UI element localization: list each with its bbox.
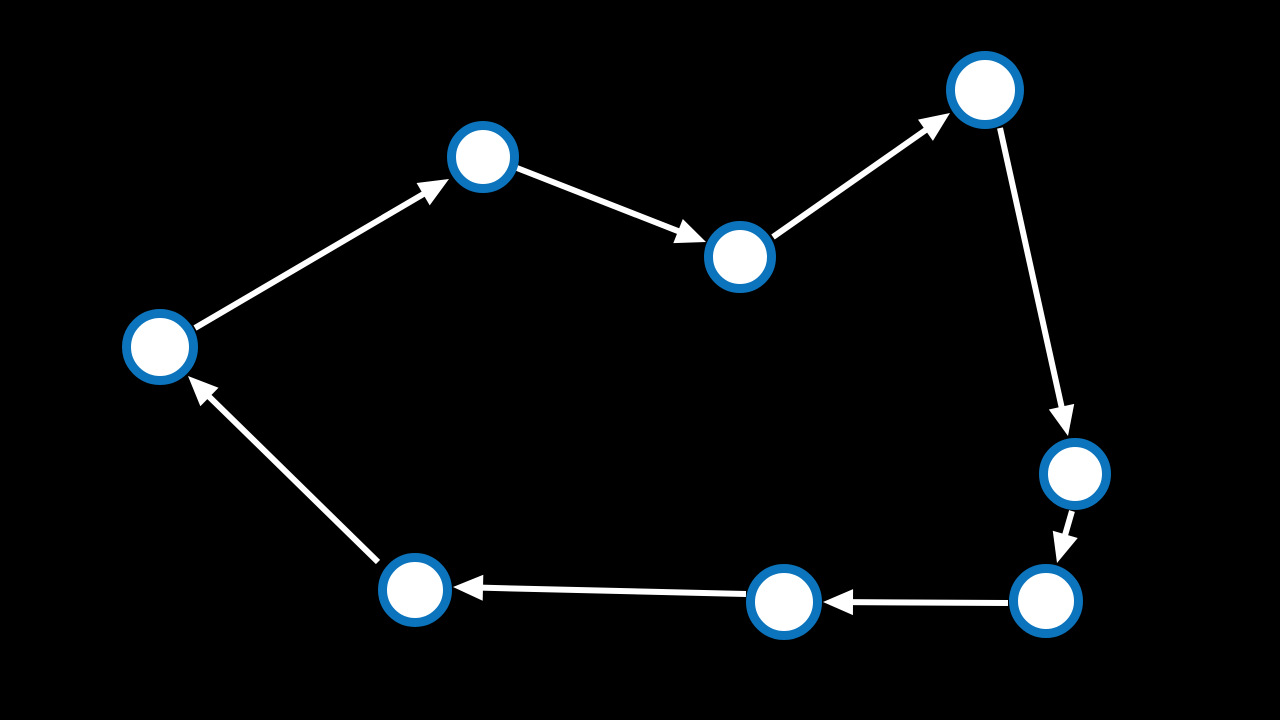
- edge-arrowhead: [673, 218, 706, 244]
- node-circle[interactable]: [378, 553, 452, 627]
- graph-edge: [453, 574, 747, 601]
- graph-node[interactable]: [122, 309, 198, 385]
- graph-edge: [188, 376, 381, 565]
- graph-node[interactable]: [1009, 564, 1083, 638]
- node-circle[interactable]: [746, 564, 822, 640]
- edge-shaft: [850, 599, 1009, 606]
- graph-edge: [997, 127, 1075, 436]
- edge-shaft: [1061, 510, 1075, 538]
- graph-edge: [823, 589, 1009, 616]
- nodes-layer: [122, 51, 1111, 640]
- edges-layer: [188, 113, 1078, 616]
- node-circle[interactable]: [704, 221, 776, 293]
- node-circle[interactable]: [1009, 564, 1083, 638]
- graph-node[interactable]: [447, 121, 519, 193]
- edge-shaft: [997, 127, 1065, 410]
- graph-edge: [193, 179, 449, 331]
- graph-node[interactable]: [946, 51, 1024, 129]
- edge-arrowhead: [1048, 403, 1075, 436]
- edge-arrowhead: [188, 376, 219, 407]
- edge-arrowhead: [823, 589, 854, 616]
- edge-shaft: [193, 190, 427, 331]
- edge-shaft: [771, 126, 929, 240]
- edge-arrowhead: [1052, 530, 1078, 563]
- graph-node[interactable]: [746, 564, 822, 640]
- graph-node[interactable]: [378, 553, 452, 627]
- edge-arrowhead: [416, 179, 449, 206]
- graph-edge: [771, 113, 950, 240]
- graph-edge: [1052, 510, 1078, 563]
- node-circle[interactable]: [122, 309, 198, 385]
- node-circle[interactable]: [1039, 438, 1111, 510]
- edge-arrowhead: [453, 574, 484, 601]
- graph-node[interactable]: [704, 221, 776, 293]
- edge-shaft: [480, 584, 747, 597]
- node-circle[interactable]: [946, 51, 1024, 129]
- edge-shaft: [205, 393, 381, 565]
- node-circle[interactable]: [447, 121, 519, 193]
- graph-node[interactable]: [1039, 438, 1111, 510]
- edge-shaft: [515, 165, 682, 235]
- edge-arrowhead: [917, 113, 950, 141]
- graph-edge: [515, 165, 706, 244]
